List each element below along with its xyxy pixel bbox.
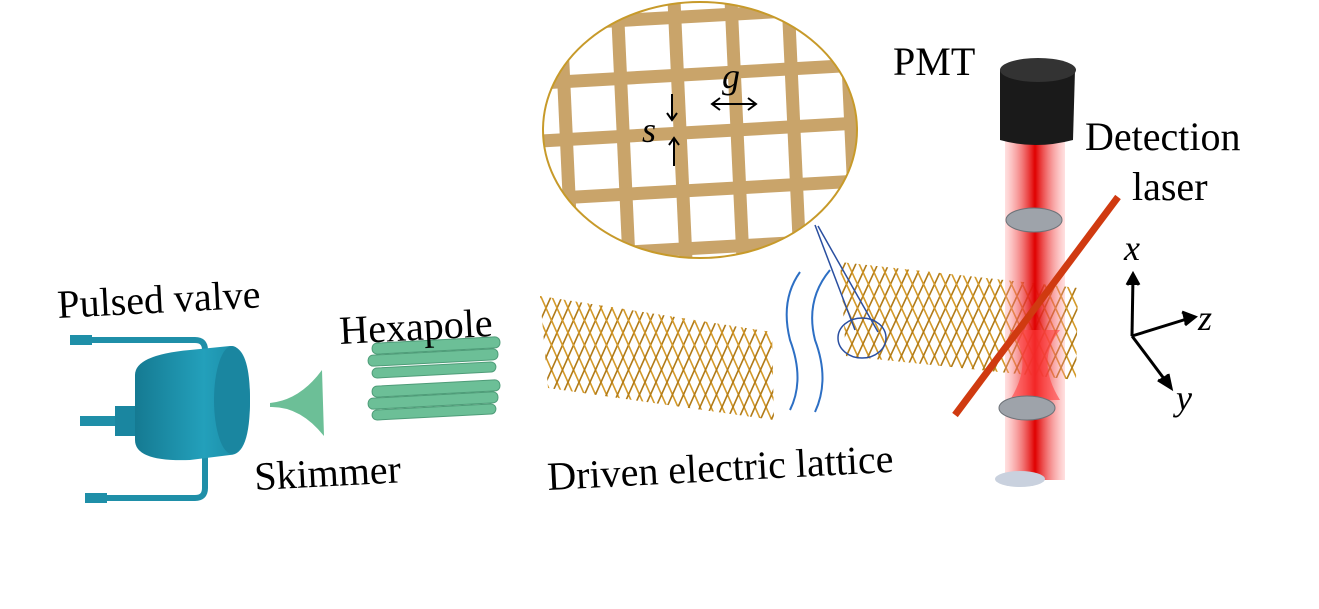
lattice-wire (724, 296, 774, 420)
lattice-wire (780, 290, 840, 425)
lattice-wire (1119, 255, 1179, 385)
lattice-wire (735, 296, 774, 420)
axis-z-label: z (1197, 298, 1212, 338)
lattice-wire (1074, 262, 1078, 380)
pmt (1000, 58, 1076, 145)
lattice-wire (909, 262, 971, 380)
lens-bottom (998, 395, 1056, 421)
lattice-wire (802, 290, 862, 425)
laser-label: laser (1132, 164, 1208, 209)
lattice-wire (802, 290, 862, 425)
gap-label: g (722, 56, 740, 96)
lattice-wire (540, 296, 555, 420)
pulsed-valve-label: Pulsed valve (56, 271, 261, 327)
lattice-wire (734, 255, 794, 385)
lattice-wire (1086, 255, 1146, 385)
lattice-wire (840, 262, 861, 380)
detection-label: Detection (1085, 114, 1241, 159)
lattice-wire (1108, 255, 1168, 385)
grid-bar (543, 2, 857, 32)
lattice-wire (920, 262, 982, 380)
lattice-wire (734, 255, 794, 385)
magnifier-pointer (814, 224, 887, 359)
lens-top (1005, 207, 1063, 233)
grid-bar (543, 174, 857, 206)
skimmer-label: Skimmer (253, 446, 402, 499)
lattice-wire (540, 296, 577, 420)
grid-bar (543, 58, 857, 90)
pmt-label: PMT (893, 39, 975, 84)
grid-bar (540, 413, 860, 431)
lattice-wire (1108, 255, 1168, 385)
wave-lines (785, 269, 831, 413)
pulsed-valve (70, 335, 250, 503)
skimmer (270, 370, 324, 436)
grid-bar (543, 116, 857, 148)
lattice-wire (1097, 255, 1157, 385)
lattice-wire (540, 296, 566, 420)
lattice-wire (1074, 262, 1078, 380)
lattice-wire (1086, 255, 1146, 385)
lattice-wire (757, 296, 774, 420)
lattice-wire (780, 290, 840, 425)
lattice-label: Driven electric lattice (546, 436, 894, 499)
lattice-wire (1119, 255, 1179, 385)
magnified-grid: g s (446, 0, 860, 431)
lattice-wire (746, 296, 774, 420)
grid-bar (553, 2, 579, 258)
lattice-wire (1063, 262, 1078, 380)
gap-arrow (710, 97, 758, 111)
strip-label: s (642, 110, 656, 150)
lattice-wire (723, 255, 783, 385)
lattice-wire (1097, 255, 1157, 385)
hexapole-label: Hexapole (338, 300, 493, 353)
strip-arrows (666, 94, 680, 166)
grid-bar (543, 232, 857, 258)
grid-bar (503, 0, 515, 260)
lattice-wire (723, 255, 783, 385)
window (995, 471, 1045, 487)
axis-y-label: y (1173, 378, 1192, 418)
lattice-wire (840, 262, 872, 380)
hexapole (367, 336, 501, 421)
lattice-wire (540, 296, 588, 420)
axis-x-label: x (1123, 228, 1140, 268)
detection-laser-beam (952, 194, 1121, 418)
axes (1125, 270, 1198, 392)
grid-bar (446, 0, 458, 260)
